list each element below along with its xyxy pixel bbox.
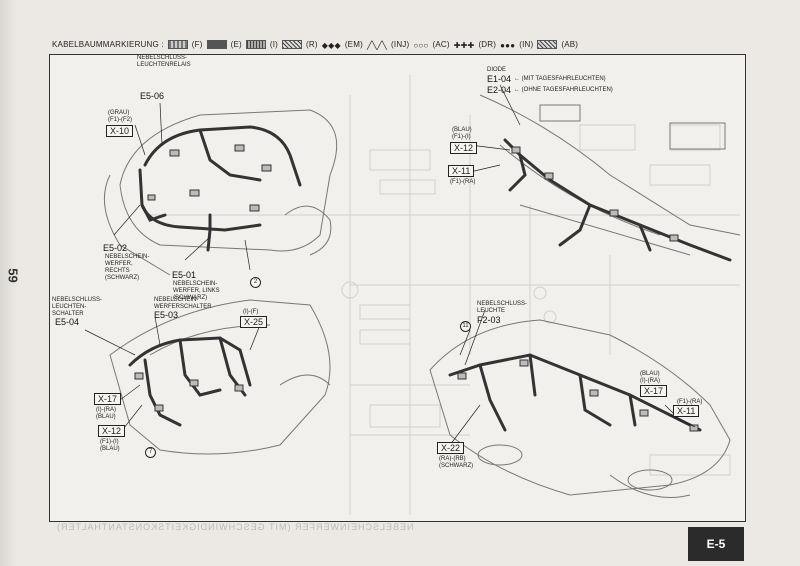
callout-2: 2 [250, 277, 261, 288]
x11-right-note: (F1)-(RA) [677, 399, 703, 405]
legend-swatch-r [282, 40, 303, 49]
f203-code: F2-03 [477, 315, 501, 325]
legend-swatch-dr: ✚✚✚ [453, 41, 475, 50]
legend-item-inj: (INJ) [391, 40, 410, 49]
page-number: 59 [5, 268, 21, 283]
x22-note: (RA)-(RB) (SCHWARZ) [439, 456, 474, 469]
legend-item-i: (I) [269, 40, 279, 49]
x17-right-note: (BLAU) (I)-(RA) [640, 371, 660, 384]
harness-illustration [84, 75, 741, 515]
legend-item-ac: (AC) [432, 40, 450, 49]
e503-label: NEBELSCHEIN-WERFERSCHALTER [154, 297, 212, 310]
e204-note-text: (OHNE TAGESFAHRLEUCHTEN) [521, 87, 613, 93]
connector-x22: X-22 [437, 442, 465, 454]
engine-bay-view [103, 109, 338, 276]
dashboard-view-top [479, 94, 741, 256]
connector-x11-right: X-11 [673, 405, 700, 417]
x12-top-note-color: (BLAU) [452, 127, 472, 133]
e104-note: ← (MIT TAGESFAHRLEUCHTEN) [514, 76, 606, 82]
connector-x12-left: X-12 [98, 425, 126, 437]
legend-swatch-ac: ○○○ [413, 41, 429, 50]
x12-left-note: (F1)-(I) (BLAU) [100, 439, 120, 452]
legend-swatch-f [167, 40, 188, 49]
x25-note: (I)-(F) [243, 309, 259, 315]
connector-x17-left: X-17 [94, 393, 122, 405]
e504-code: E5-04 [55, 317, 80, 327]
legend-swatch-ab [537, 40, 558, 49]
connector-x11-top: X-11 [448, 165, 475, 177]
x12-top-note-pins: (F1)-(I) [452, 134, 471, 140]
harness-diagram-frame: NEBELSCHLUSS-LEUCHTENRELAIS E5-06 (GRAU)… [49, 54, 746, 522]
x11-top-note: (F1)-(RA) [450, 179, 476, 185]
legend-item-em: (EM) [344, 40, 363, 49]
e504-label: NEBELSCHLUSS-LEUCHTEN-SCHALTER [52, 297, 103, 317]
connector-x17-right: X-17 [640, 385, 668, 397]
e501-code: E5-01 [172, 270, 197, 280]
car-body-view [429, 319, 731, 498]
section-tab: E-5 [688, 527, 744, 561]
e502-label: NEBELSCHEIN-WERFER, RECHTS (SCHWARZ) [105, 254, 150, 281]
legend-swatch-inj: ╱╲╱╲ [366, 41, 388, 50]
relay-label: NEBELSCHLUSS-LEUCHTENRELAIS [137, 55, 191, 68]
connector-x12-top: X-12 [450, 142, 478, 154]
diode-label: DIODE [487, 67, 507, 73]
callout-7: 7 [145, 447, 156, 458]
legend-item-ab: (AB) [561, 40, 579, 49]
legend-swatch-i [245, 40, 266, 49]
legend-swatch-e [206, 40, 227, 49]
legend-swatch-in: ●●● [500, 41, 516, 50]
callout-11: 11 [460, 321, 471, 332]
x10-note-pins: (F1)-(F2) [108, 117, 132, 123]
harness-legend: KABELBAUMMARKIERUNG : (F) (E) (I) (R) ◆◆… [52, 40, 579, 50]
e104-code: E1-04 [487, 74, 512, 84]
e204-note: ← (OHNE TAGESFAHRLEUCHTEN) [514, 87, 613, 93]
connector-x25: X-25 [240, 316, 268, 328]
legend-item-in: (IN) [519, 40, 534, 49]
legend-item-e: (E) [230, 40, 242, 49]
legend-title: KABELBAUMMARKIERUNG : [52, 40, 164, 49]
e104-note-text: (MIT TAGESFAHRLEUCHTEN) [521, 76, 606, 82]
legend-swatch-em: ◆◆◆ [321, 41, 341, 50]
e503-code: E5-03 [154, 310, 179, 320]
legend-item-r: (R) [306, 40, 318, 49]
e501-label: NEBELSCHEIN-WERFER, LINKS (SCHWARZ) [173, 281, 220, 301]
legend-item-f: (F) [191, 40, 203, 49]
f203-label: NEBELSCHLUSS-LEUCHTE [477, 301, 528, 314]
e502-code: E5-02 [103, 243, 128, 253]
relay-code: E5-06 [140, 91, 165, 101]
connector-x10: X-10 [106, 125, 134, 137]
x17-left-note: (I)-(RA) (BLAU) [96, 407, 116, 420]
bleed-through-text: NEBELSCHEINWERFER (MIT GESCHWINDIGKEITSK… [56, 522, 414, 532]
legend-item-dr: (DR) [478, 40, 497, 49]
e204-code: E2-04 [487, 85, 512, 95]
x10-note-color: (GRAU) [108, 110, 130, 116]
